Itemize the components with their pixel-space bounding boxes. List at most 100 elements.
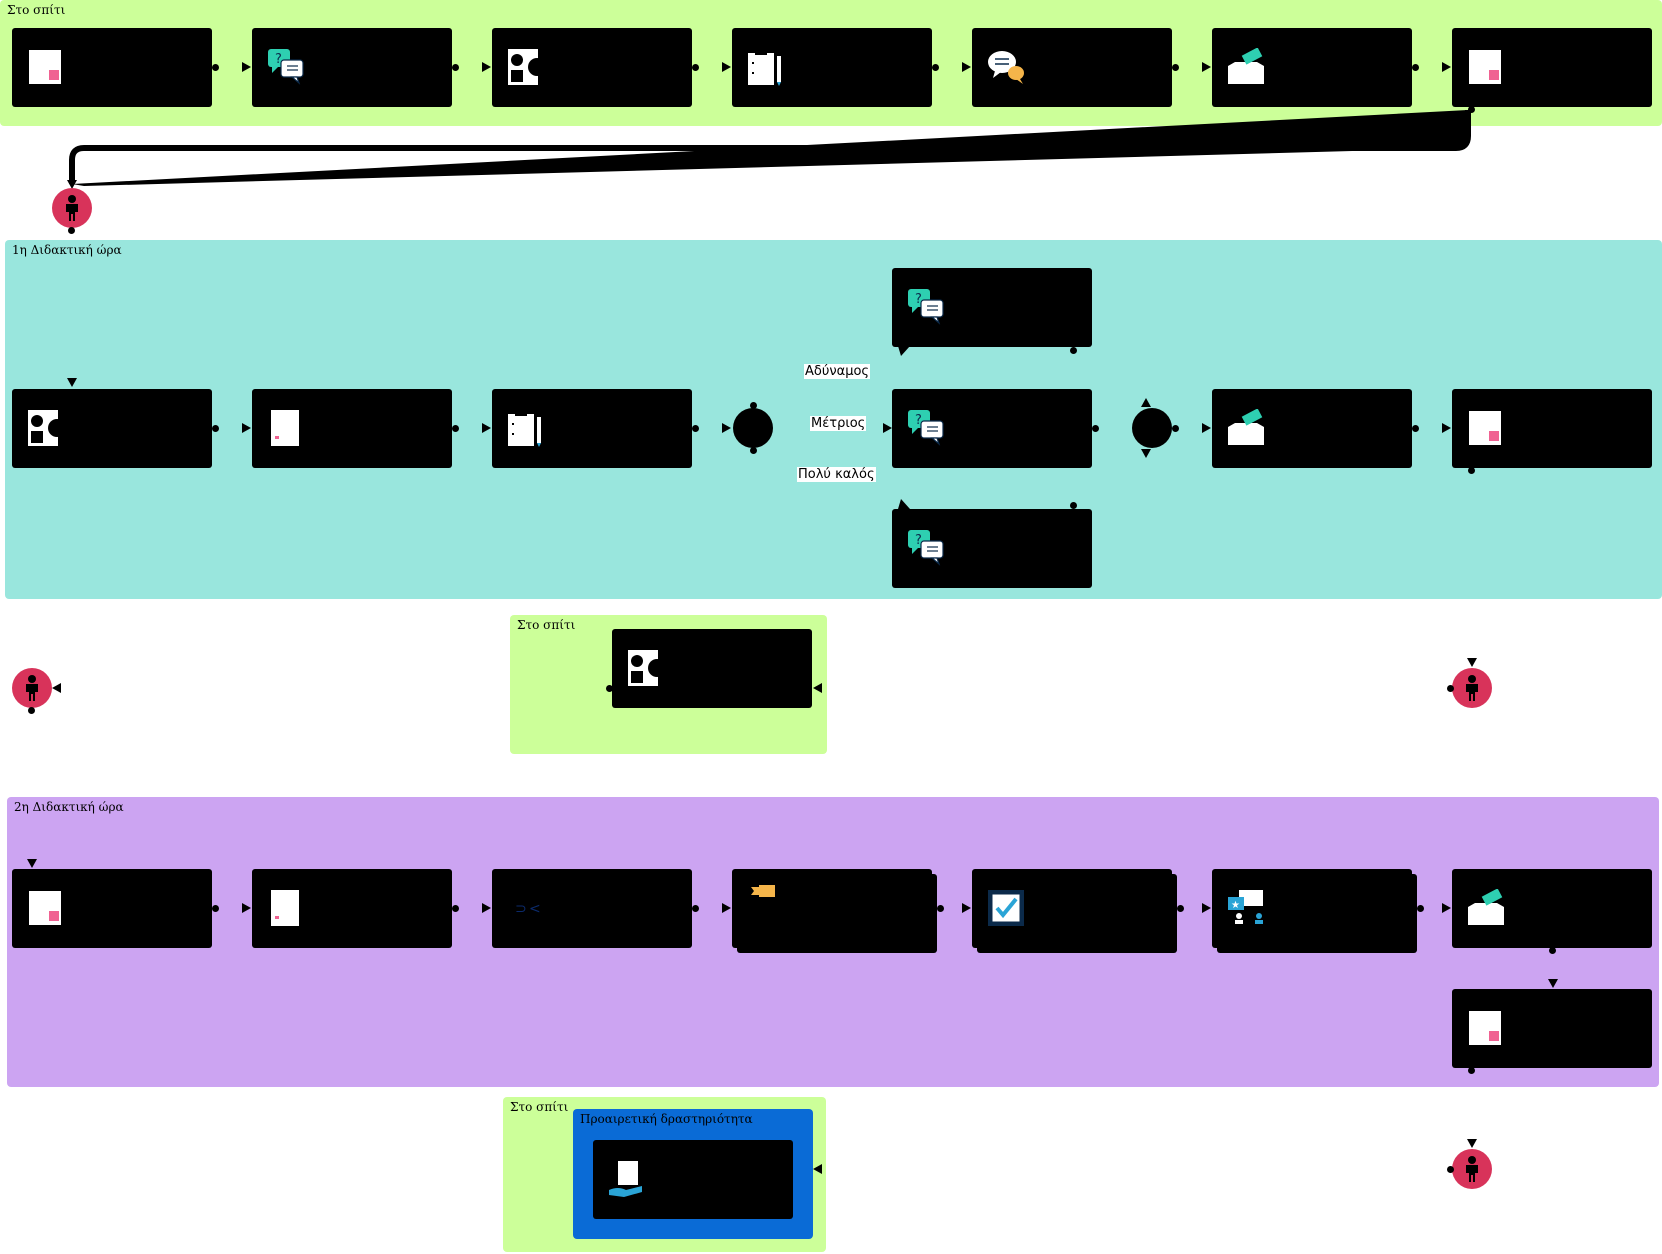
connector-arrow [242,903,251,913]
connector-dot [606,685,613,692]
zone-title: Στο σπίτι [7,3,66,17]
ticket-icon [747,879,785,917]
question-chat-icon [907,409,945,447]
activity-card[interactable] [1212,389,1412,468]
connector-arrow [52,683,61,693]
connector-arrow [722,62,731,72]
connector-dot [452,905,459,912]
zone-title: Προαιρετική δραστηριότητα [580,1112,753,1126]
hand-document-icon [608,1160,646,1198]
person-node[interactable] [1452,668,1492,708]
branch-activity-card[interactable] [892,268,1092,347]
person-icon [1462,1156,1482,1182]
connector-dot [692,425,699,432]
branch-activity-card[interactable] [892,509,1092,588]
connector-dot [692,64,699,71]
activity-card[interactable] [492,869,692,948]
connector-arrow [242,423,251,433]
chat-bubbles-icon [987,48,1025,86]
activity-card[interactable] [972,28,1172,107]
connector-dot [1172,64,1179,71]
connector-dot [28,707,35,714]
connector-dot [1447,685,1454,692]
connector-dot [932,64,939,71]
zone-title: 2η Διδακτική ώρα [14,800,124,814]
connector-arrow [1548,979,1558,988]
activity-card-group[interactable] [1212,869,1412,948]
connector-arrow [962,903,971,913]
activity-card[interactable] [252,869,452,948]
connector-arrow [1141,398,1151,407]
connector-arrow [1202,903,1211,913]
connector-arrow [67,180,77,189]
merge-gateway[interactable] [1132,408,1172,448]
connector-arrow [1442,903,1451,913]
activity-card[interactable] [12,389,212,468]
branch-label-weak: Αδύναμος [804,364,871,379]
branch-activity-card[interactable] [892,389,1092,468]
document-pink-icon [27,48,65,86]
connector-dot [750,402,757,409]
branch-arrow-bottom [898,499,910,509]
connector-dot [750,447,757,454]
document-pink-icon [27,889,65,927]
zone-title: Στο σπίτι [517,618,576,632]
person-node[interactable] [1452,1149,1492,1189]
connector-arrow [722,423,731,433]
document-pink-icon [1467,1009,1505,1047]
connector-arrow [883,423,892,433]
connector-arrow [1202,423,1211,433]
connector-arrow [722,903,731,913]
activity-card[interactable] [593,1140,793,1219]
zone-title: Στο σπίτι [510,1100,569,1114]
connector-dot [212,64,219,71]
activity-card[interactable] [12,28,212,107]
connector-arrow [482,903,491,913]
document-icon [267,409,305,447]
activity-card[interactable] [1452,28,1652,107]
connector-arrow [813,683,822,693]
activity-card-group[interactable] [732,869,932,948]
connector-dot [1549,947,1556,954]
connector-dot [1412,425,1419,432]
clipboard-pencil-icon [507,409,545,447]
connector-dot [937,905,944,912]
activity-card[interactable] [252,28,452,107]
document-pink-icon [1467,48,1505,86]
connector-dot [452,64,459,71]
activity-card[interactable] [492,389,692,468]
activity-card[interactable] [732,28,932,107]
connector-dot [1412,64,1419,71]
activity-card[interactable] [1452,389,1652,468]
activity-card[interactable] [1212,28,1412,107]
connector-dot [1417,905,1424,912]
activity-card[interactable] [612,629,812,708]
branch-arrow-top [898,346,910,356]
person-node[interactable] [52,188,92,228]
shapes-icon [507,48,545,86]
activity-card[interactable] [12,869,212,948]
connector-dot [1177,905,1184,912]
activity-card[interactable] [1452,869,1652,948]
question-chat-icon [907,529,945,567]
document-icon [267,889,305,927]
person-node[interactable] [12,668,52,708]
activity-card[interactable] [252,389,452,468]
person-icon [22,675,42,701]
connector-arrow [813,1164,822,1174]
question-chat-icon [267,48,305,86]
connector-dot [1468,106,1475,113]
activity-card[interactable] [1452,989,1652,1068]
activity-card-group[interactable] [972,869,1172,948]
split-gateway[interactable] [733,408,773,448]
connector-dot [692,905,699,912]
person-icon [1462,675,1482,701]
connector-dot [1070,347,1077,354]
clipboard-pencil-icon [747,48,785,86]
connector-arrow [1442,423,1451,433]
connector-arrow [1141,449,1151,458]
connector-arrow [27,859,37,868]
activity-card[interactable] [492,28,692,107]
connector-dot [212,425,219,432]
group-presentation-icon [1227,889,1265,927]
